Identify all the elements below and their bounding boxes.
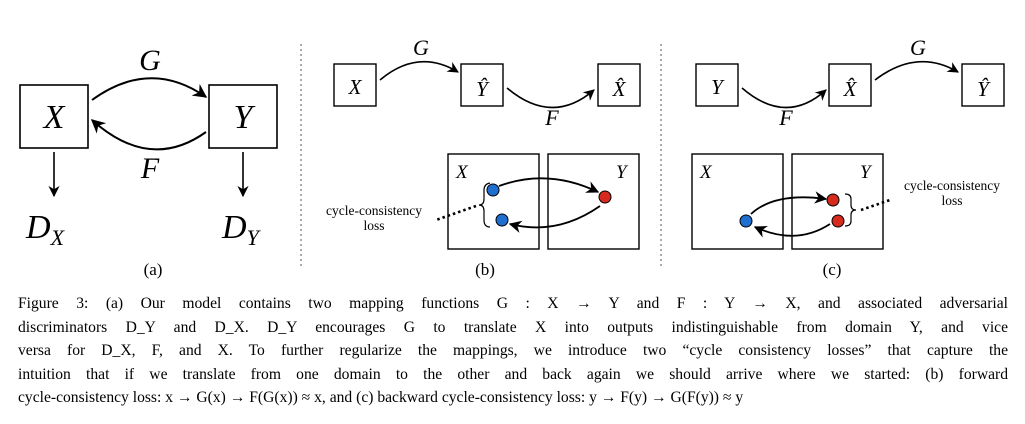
arrow-f (506, 87, 595, 109)
caption-line: discriminators D_Y and D_X. D_Y encourag… (18, 318, 1008, 336)
panel-a-label: (a) (144, 260, 163, 279)
box-x-hat (597, 63, 641, 107)
domain-x-label: X (699, 162, 713, 183)
loss-pointer (435, 204, 477, 222)
arrow-f-label: F (778, 105, 793, 130)
box-x-hat (828, 63, 872, 107)
box-x-hat-label: X̂ (612, 77, 627, 101)
domain-y-box (547, 153, 640, 250)
loss-brace (478, 182, 491, 228)
figure-caption: Figure 3: (a) Our model contains two map… (18, 292, 1008, 410)
arrow-f (741, 87, 827, 109)
node-x-box (19, 84, 89, 149)
domain-x-box (447, 153, 540, 250)
arrow-g (379, 60, 459, 81)
point-x (486, 183, 500, 197)
arrow-f-label: F (544, 105, 559, 130)
cycle-arrow-forward (498, 177, 600, 193)
loss-pointer (860, 198, 891, 212)
point-y (826, 193, 840, 207)
arrow-g (874, 60, 959, 81)
point-y-reconstructed (831, 214, 845, 228)
caption-line: cycle-consistency loss: x → G(x) → F(G(x… (18, 389, 744, 406)
figure-3-diagram: X Y G F DX DY (a) X Ŷ X̂ G F X Y (19, 35, 1005, 279)
disc-x-label: DX (25, 209, 66, 250)
domain-x-box (691, 153, 784, 250)
point-y-hat (598, 190, 612, 204)
box-x (333, 63, 377, 107)
domain-y-label: Y (616, 162, 629, 183)
caption-line: Figure 3: (a) Our model contains two map… (18, 295, 1008, 312)
box-y-hat (961, 63, 1005, 107)
cycle-arrow-back (753, 223, 831, 238)
box-x-hat-label: X̂ (843, 77, 858, 101)
box-y-hat-label: Ŷ (476, 77, 490, 101)
node-y-label: Y (234, 99, 256, 136)
node-y-box (208, 84, 278, 149)
cycle-arrow-forward (750, 191, 828, 215)
caption-line: intuition that if we translate from one … (18, 365, 1008, 383)
disc-y-label: DY (221, 209, 262, 250)
arrow-g-label: G (413, 35, 429, 60)
box-y-hat-label: Ŷ (977, 77, 991, 101)
point-x-hat (739, 214, 753, 228)
box-y-hat (460, 63, 504, 107)
box-x-label: X (348, 75, 363, 99)
point-x-reconstructed (495, 213, 509, 227)
arrow-f (90, 119, 207, 151)
arrow-g-label: G (910, 35, 926, 60)
node-x-label: X (42, 99, 66, 136)
cycle-arrow-back (508, 205, 601, 233)
arrow-f-label: F (140, 152, 160, 185)
arrow-g-label: G (139, 44, 161, 77)
loss-brace (844, 193, 857, 227)
box-y-label: Y (711, 75, 725, 99)
panel-c-label: (c) (823, 260, 842, 279)
domain-y-label: Y (860, 162, 873, 183)
panel-a: X Y G F DX DY (a) (19, 44, 278, 279)
arrow-g (91, 77, 208, 101)
panel-b-label: (b) (475, 260, 495, 279)
caption-line: versa for D_X, F, and X. To further regu… (18, 342, 1008, 359)
box-y (695, 63, 739, 107)
domain-x-label: X (455, 162, 469, 183)
